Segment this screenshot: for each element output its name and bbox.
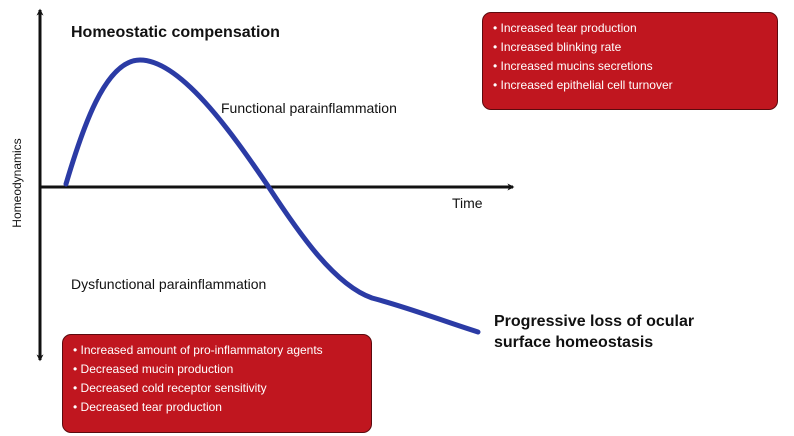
list-item: Increased mucins secretions <box>493 57 767 76</box>
progressive-loss-label: Progressive loss of ocular surface homeo… <box>494 311 694 353</box>
list-item: Increased tear production <box>493 19 767 38</box>
list-item: Increased blinking rate <box>493 38 767 57</box>
list-item: Increased amount of pro-inflammatory age… <box>73 341 361 360</box>
dysfunction-effects-list: Increased amount of pro-inflammatory age… <box>73 341 361 417</box>
compensation-mechanisms-list: Increased tear production Increased blin… <box>493 19 767 95</box>
homeostatic-compensation-label: Homeostatic compensation <box>71 24 280 41</box>
progressive-loss-line-1: Progressive loss of ocular <box>494 313 695 330</box>
list-item: Increased epithelial cell turnover <box>493 76 767 95</box>
homeodynamics-curve <box>63 57 481 335</box>
x-axis-label: Time <box>452 195 483 211</box>
y-axis-label: Homeodynamics <box>10 138 24 228</box>
dysfunction-effects-box: Increased amount of pro-inflammatory age… <box>62 334 372 433</box>
list-item: Decreased mucin production <box>73 360 361 379</box>
list-item: Decreased cold receptor sensitivity <box>73 379 361 398</box>
compensation-mechanisms-box: Increased tear production Increased blin… <box>482 12 778 110</box>
functional-parainflammation-label: Functional parainflammation <box>221 100 397 116</box>
progressive-loss-line-2: surface homeostasis <box>494 334 654 351</box>
list-item: Decreased tear production <box>73 398 361 417</box>
dysfunctional-parainflammation-label: Dysfunctional parainflammation <box>71 276 267 292</box>
